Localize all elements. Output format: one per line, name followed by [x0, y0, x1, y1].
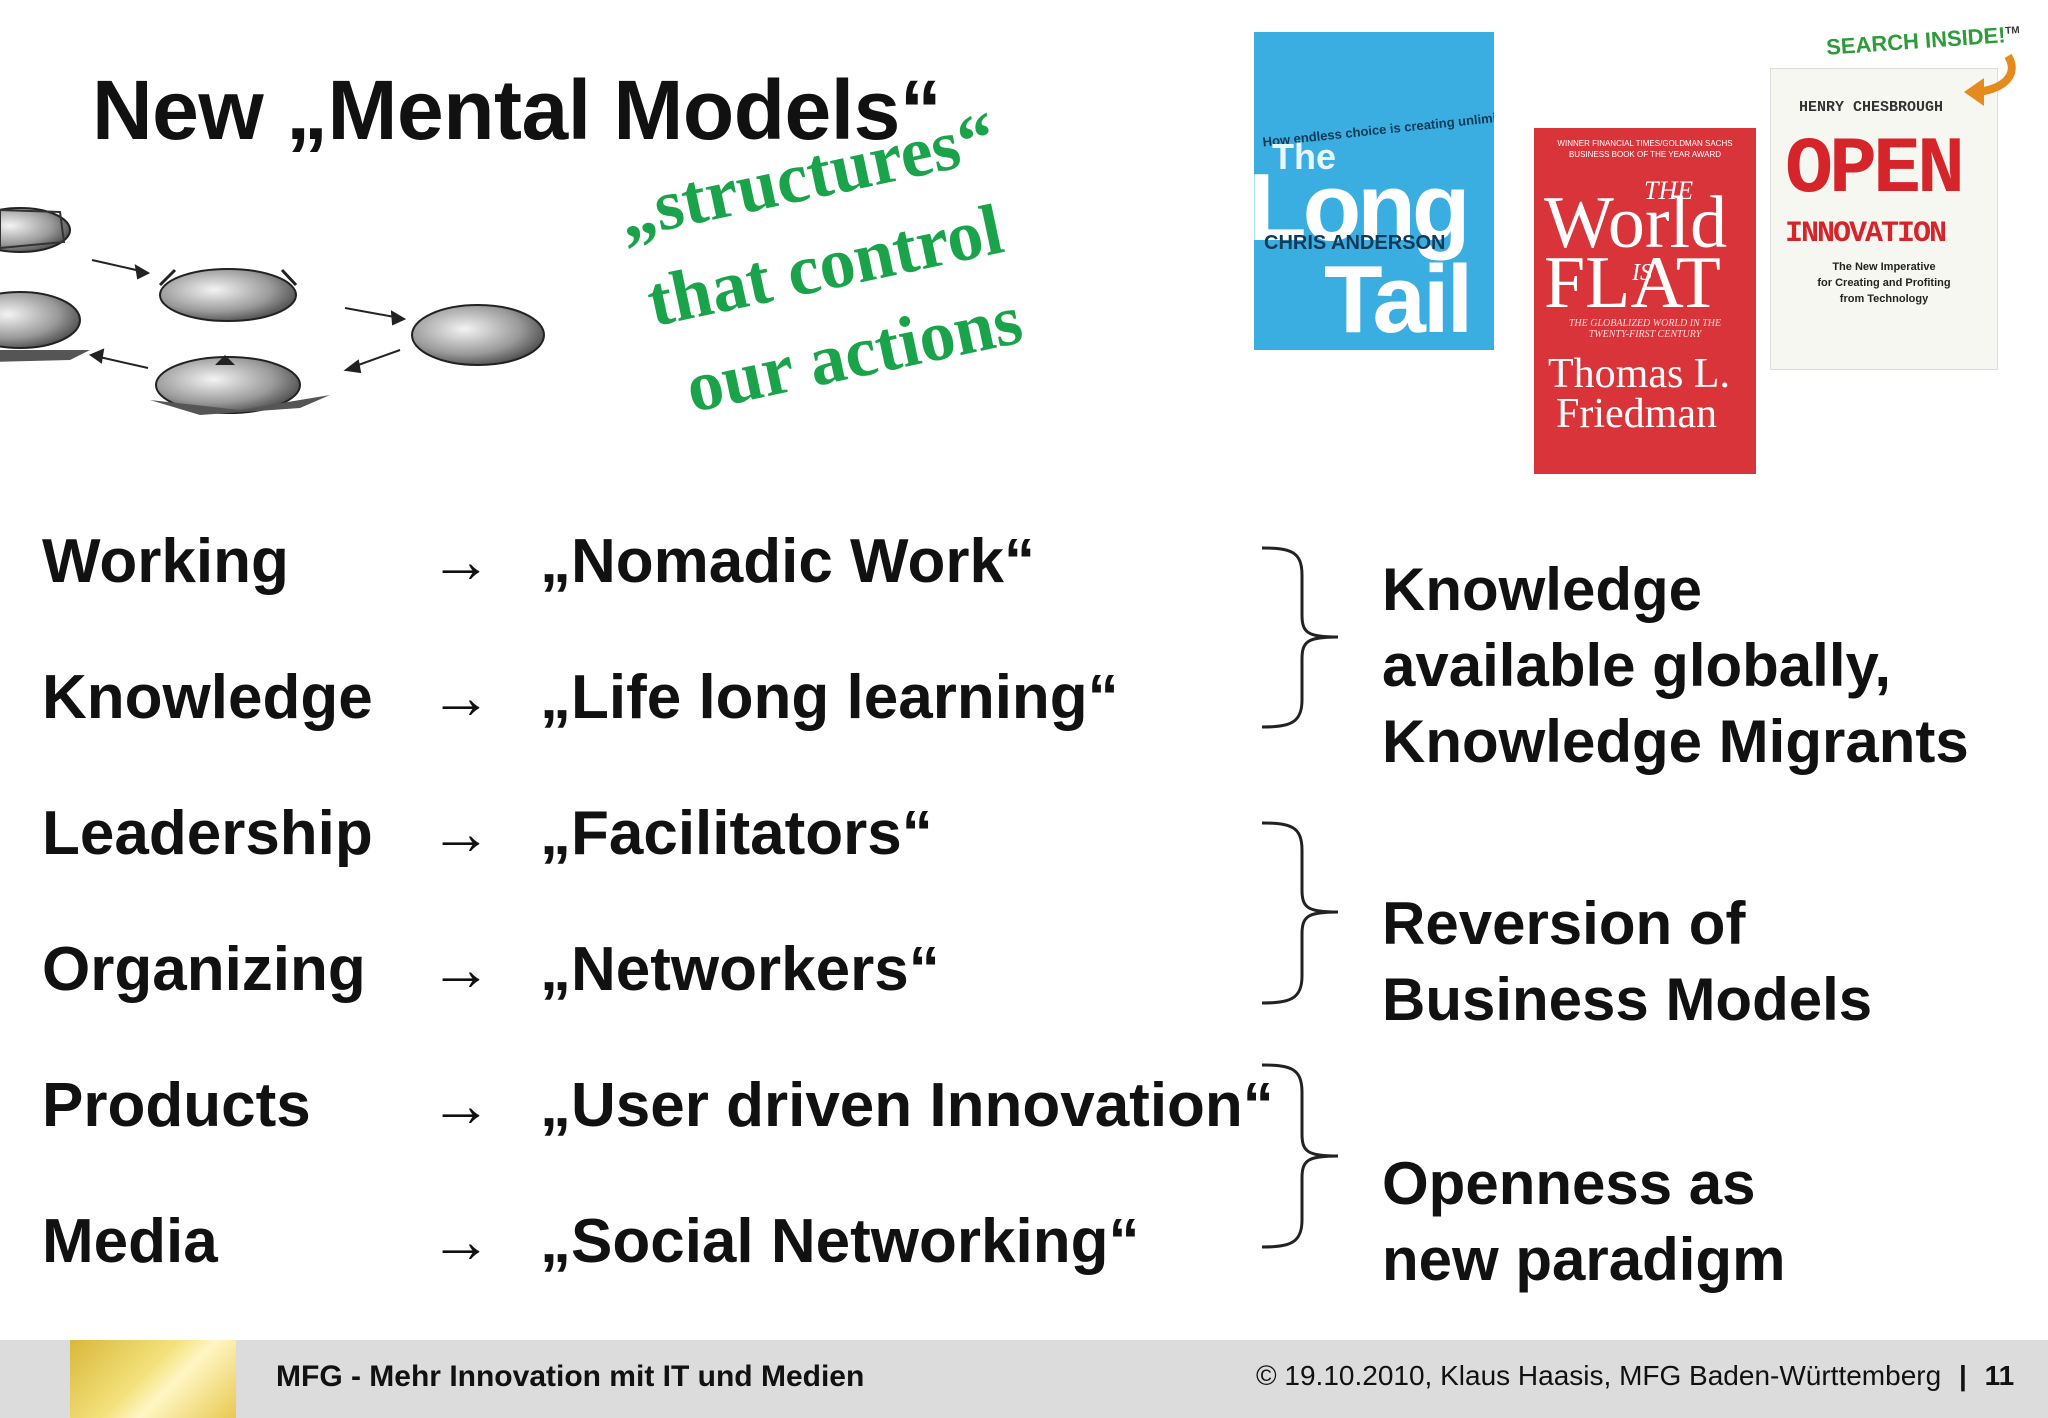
- row-value: „User driven Innovation“: [540, 1071, 1274, 1140]
- summary-line: new paradigm: [1382, 1226, 1786, 1293]
- book-cover-open-innovation: HENRY CHESBROUGH OPEN INNOVATION The New…: [1770, 68, 1998, 370]
- summary-openness: Openness as new paradigm: [1382, 1146, 1785, 1298]
- stacked-disc-left-top: [0, 207, 71, 253]
- row-value: „Social Networking“: [540, 1207, 1140, 1276]
- summary-business-models: Reversion of Business Models: [1382, 886, 1872, 1038]
- book-subtitle-2: for Creating and Profiting: [1817, 277, 1951, 289]
- right-arrow-icon: →: [430, 799, 492, 868]
- book-author-line-2: Friedman: [1556, 391, 1717, 437]
- row-value: „Nomadic Work“: [540, 527, 1035, 596]
- footer-copyright: © 19.10.2010, Klaus Haasis, MFG Baden-Wü…: [1256, 1360, 2014, 1392]
- disc-right: [411, 304, 545, 366]
- book-author-line-1: Thomas L.: [1548, 351, 1730, 397]
- row-value: „Facilitators“: [540, 799, 933, 868]
- summary-line: Reversion of: [1382, 890, 1746, 957]
- summary-line: Business Models: [1382, 966, 1873, 1033]
- right-arrow-icon: →: [430, 663, 492, 732]
- brace-icon-group-2: [1261, 821, 1339, 1005]
- book-award: WINNER FINANCIAL TIMES/GOLDMAN SACHS BUS…: [1557, 139, 1733, 159]
- book-title-the: THE: [1644, 176, 1694, 205]
- right-arrow-icon: →: [430, 935, 492, 1004]
- stacked-disc-left-bottom: [0, 291, 90, 362]
- summary-knowledge-global: Knowledge available globally, Knowledge …: [1382, 552, 1969, 780]
- right-arrow-icon: →: [430, 527, 492, 596]
- brace-icon-group-3: [1261, 1063, 1339, 1249]
- book-cover-world-is-flat: WINNER FINANCIAL TIMES/GOLDMAN SACHS BUS…: [1534, 128, 1756, 474]
- book-title-innovation: INNOVATION: [1785, 217, 1947, 251]
- right-arrow-icon: →: [430, 1071, 492, 1140]
- badge-tm: TM: [2004, 24, 2021, 37]
- footer-organization: MFG - Mehr Innovation mit IT und Medien: [276, 1360, 865, 1393]
- book-cover-long-tail: How endless choice is creating unlimited…: [1254, 32, 1494, 350]
- right-arrow-icon: →: [430, 1207, 492, 1276]
- book-title-is: IS: [1632, 260, 1652, 286]
- row-label: Organizing: [42, 935, 366, 1004]
- summary-line: Knowledge Migrants: [1382, 708, 1969, 775]
- row-label: Working: [42, 527, 289, 596]
- disc-center-bottom: [150, 355, 330, 415]
- book-title-tail: Tail: [1324, 246, 1473, 350]
- summary-line: available globally,: [1382, 632, 1892, 699]
- row-label: Knowledge: [42, 663, 373, 732]
- diagram-arrows: [88, 259, 407, 374]
- row-value: „Networkers“: [540, 935, 940, 1004]
- row-label: Leadership: [42, 799, 373, 868]
- brace-icon-group-1: [1261, 546, 1339, 729]
- summary-line: Openness as: [1382, 1150, 1756, 1217]
- row-value: „Life long learning“: [540, 663, 1119, 732]
- book-title-flat: FLAT: [1544, 242, 1721, 324]
- footer-logo-block: [70, 1340, 236, 1418]
- book-title-the: The: [1272, 136, 1337, 177]
- book-title-world: World: [1544, 182, 1728, 264]
- disc-center-top: [158, 268, 298, 322]
- row-label: Products: [42, 1071, 311, 1140]
- footer-credit: © 19.10.2010, Klaus Haasis, MFG Baden-Wü…: [1256, 1360, 1942, 1391]
- book-author: HENRY CHESBROUGH: [1799, 99, 1944, 116]
- page-number: 11: [1984, 1360, 2015, 1391]
- book-subtitle: THE GLOBALIZED WORLD IN THE TWENTY-FIRST…: [1568, 318, 1722, 340]
- summary-line: Knowledge: [1382, 556, 1703, 623]
- mental-model-diagram: [0, 207, 545, 415]
- footer-bar: [0, 1340, 2048, 1418]
- row-label: Media: [42, 1207, 218, 1276]
- book-subtitle-1: The New Imperative: [1832, 261, 1936, 273]
- slide-title: New „Mental Models“: [92, 63, 942, 157]
- badge-arrow-icon: [1964, 53, 2016, 106]
- book-title-open: OPEN: [1785, 125, 1965, 216]
- book-author: CHRIS ANDERSON: [1264, 232, 1446, 254]
- footer-separator: |: [1958, 1360, 1967, 1391]
- book-subtitle-3: from Technology: [1839, 293, 1929, 305]
- book-title-long: Long: [1254, 154, 1471, 261]
